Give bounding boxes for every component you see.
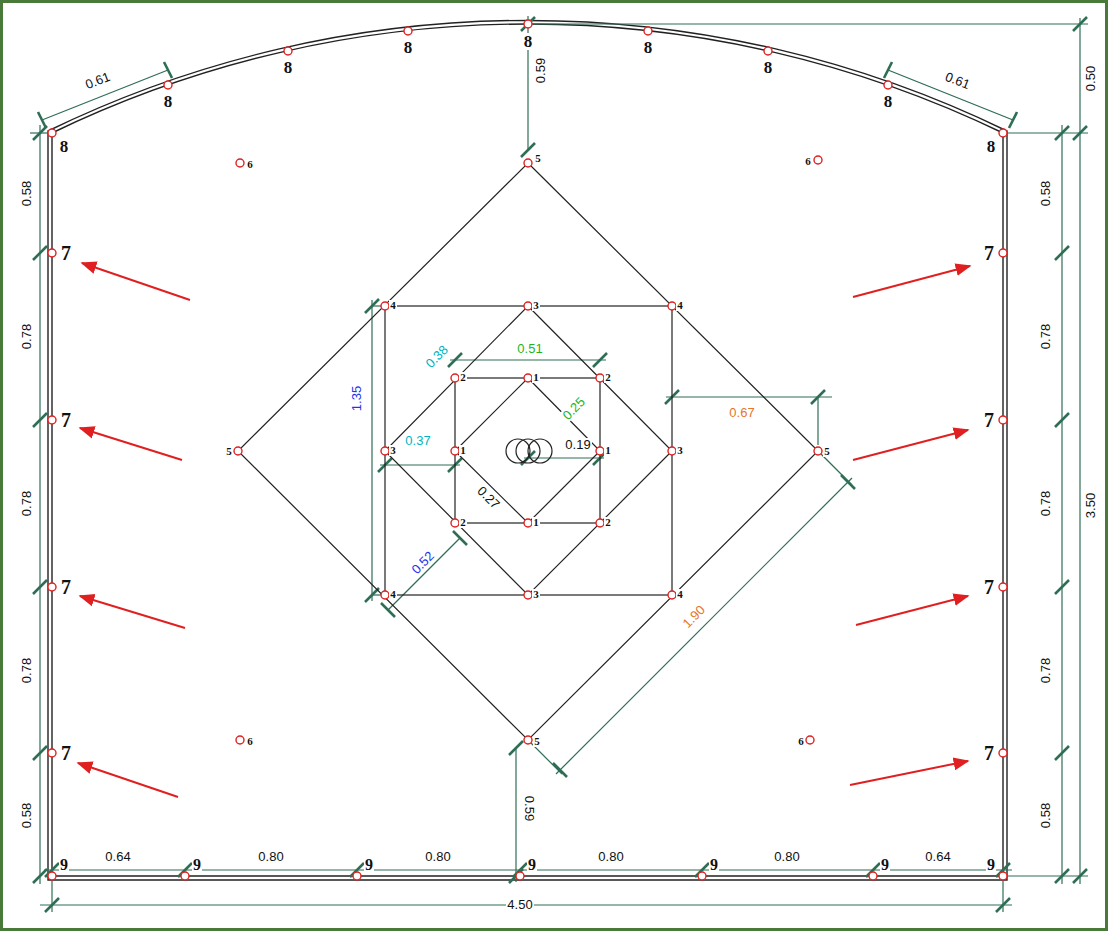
dimension-label: 4.50 <box>506 898 533 911</box>
hole-number: 1 <box>532 517 540 528</box>
hole-number: 4 <box>389 300 397 311</box>
hole-number: 8 <box>163 93 174 110</box>
dimension-label: 0.58 <box>21 179 34 206</box>
hole-number: 7 <box>983 743 995 763</box>
hole-number: 9 <box>880 857 890 873</box>
dimension-label: 0.58 <box>1040 801 1053 828</box>
hole-number: 3 <box>532 300 540 311</box>
hole-number: 5 <box>534 153 542 164</box>
hole-number: 8 <box>986 138 997 155</box>
hole-number: 6 <box>797 736 805 747</box>
hole-number: 8 <box>59 138 70 155</box>
dimension-label: 0.61 <box>83 69 113 91</box>
dimension-label: 0.52 <box>409 548 438 577</box>
hole-number: 3 <box>532 589 540 600</box>
dimension-label: 0.59 <box>535 56 548 83</box>
hole-number: 8 <box>763 59 774 76</box>
dimension-label: 0.80 <box>773 850 800 863</box>
dimension-ticks <box>33 17 1087 912</box>
hole-number: 3 <box>389 445 397 456</box>
dimension-label: 0.37 <box>404 434 431 447</box>
red-arrows <box>78 263 970 797</box>
dimension-label: 0.78 <box>1040 322 1053 349</box>
empty-holes <box>506 439 552 463</box>
hole-number: 5 <box>823 446 831 457</box>
hole-number: 6 <box>804 156 812 167</box>
dimension-label: 1.35 <box>351 384 364 411</box>
hole-number: 4 <box>676 589 684 600</box>
hole-number: 9 <box>709 857 719 873</box>
cut-pattern <box>238 163 818 740</box>
dimension-label: 0.78 <box>1040 656 1053 683</box>
dimension-label: 0.78 <box>21 656 34 683</box>
dimension-label: 0.38 <box>423 342 452 371</box>
hole-number: 8 <box>403 39 414 56</box>
hole-number: 2 <box>459 372 467 383</box>
hole-number: 1 <box>604 445 612 456</box>
dimension-label: 0.78 <box>21 489 34 516</box>
hole-number: 2 <box>604 517 612 528</box>
hole-number: 4 <box>389 589 397 600</box>
hole-number: 8 <box>283 59 294 76</box>
hole-number: 9 <box>364 857 374 873</box>
hole-number: 7 <box>60 410 72 430</box>
dimension-label: 0.80 <box>597 850 624 863</box>
dimension-label: 0.64 <box>104 850 131 863</box>
hole-number: 2 <box>459 517 467 528</box>
hole-number: 7 <box>60 743 72 763</box>
hole-number: 6 <box>246 159 254 170</box>
dimension-label: 0.58 <box>21 801 34 828</box>
hole-number: 7 <box>60 577 72 597</box>
hole-number: 6 <box>246 736 254 747</box>
dimension-label: 0.78 <box>1040 489 1053 516</box>
hole-number: 7 <box>983 410 995 430</box>
dimension-label: 0.78 <box>21 322 34 349</box>
hole-number: 7 <box>983 577 995 597</box>
dimension-label: 0.51 <box>516 342 543 355</box>
dimension-label: 0.80 <box>257 850 284 863</box>
hole-number: 1 <box>459 445 467 456</box>
hole-number: 7 <box>983 243 995 263</box>
dimension-label: 0.80 <box>424 850 451 863</box>
hole-number: 3 <box>676 445 684 456</box>
hole-number: 9 <box>59 857 69 873</box>
blast-holes <box>48 20 1007 880</box>
dimension-label: 0.64 <box>924 850 951 863</box>
hole-number: 1 <box>532 372 540 383</box>
dimension-label: 0.67 <box>728 406 755 419</box>
hole-number: 5 <box>533 736 541 747</box>
dimension-label: 0.61 <box>943 69 973 91</box>
dimension-label: 1.90 <box>680 602 709 631</box>
dimension-label: 0.59 <box>524 794 537 821</box>
hole-number: 8 <box>883 93 894 110</box>
dimension-label: 0.25 <box>560 394 589 423</box>
hole-number: 5 <box>225 446 233 457</box>
hole-number: 7 <box>60 243 72 263</box>
dimension-label: 0.58 <box>1040 179 1053 206</box>
dimension-label: 0.27 <box>475 483 504 512</box>
hole-number: 9 <box>986 857 996 873</box>
hole-number: 2 <box>604 372 612 383</box>
dimension-lines <box>30 16 1088 912</box>
hole-number: 4 <box>676 300 684 311</box>
dimension-label: 0.50 <box>1084 64 1097 91</box>
hole-number: 8 <box>643 39 654 56</box>
hole-number: 8 <box>523 33 534 50</box>
hole-number: 9 <box>527 857 537 873</box>
hole-number: 9 <box>192 857 202 873</box>
dimension-label: 0.19 <box>564 438 591 451</box>
dimension-label: 3.50 <box>1084 491 1097 518</box>
